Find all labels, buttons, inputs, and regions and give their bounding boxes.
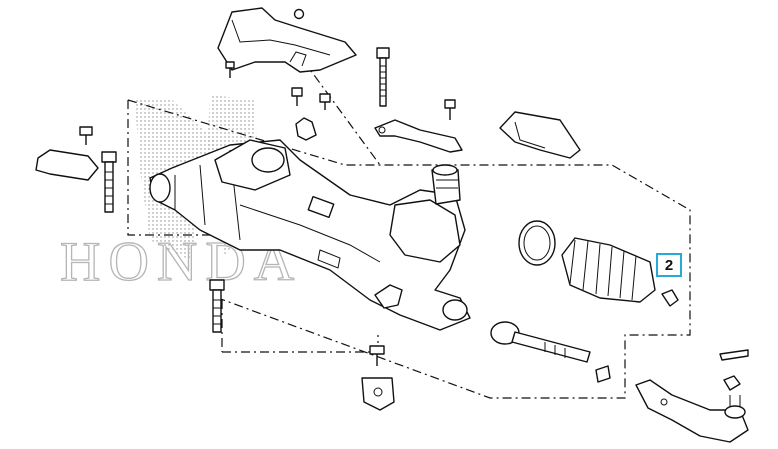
mount-cushion [499, 111, 581, 159]
boot-bellows [569, 239, 637, 301]
motor-mount-boss [251, 147, 285, 173]
bolt-head-icon [376, 47, 390, 59]
outline-left [127, 100, 220, 236]
small-bolt-icon-1 [291, 87, 303, 106]
lower-left-bolt-shank [212, 289, 222, 333]
housing-body [149, 139, 471, 331]
cover-nut-icon [293, 8, 305, 20]
tie-rod-end-stud [729, 395, 741, 407]
small-bolt-icon-2 [319, 93, 331, 110]
cover-slot [289, 51, 307, 67]
lower-left-bolt-threads [213, 299, 221, 325]
lower-boss [374, 284, 403, 309]
cover-edge [231, 19, 331, 56]
leader-cover [302, 59, 381, 166]
lower-left-bolt-head-icon [209, 279, 225, 291]
tie-rod-end-stud-top [724, 405, 746, 419]
leader-bottom-bolt [222, 335, 379, 353]
tie-rod-nut-icon [595, 365, 611, 383]
bolt-threads [380, 65, 386, 97]
bolt-shank [379, 57, 387, 107]
rack-boot [561, 237, 656, 303]
left-bolt-threads [105, 171, 113, 205]
grille-patch [317, 249, 341, 269]
cushion-edge [514, 121, 546, 149]
left-bracket [35, 149, 99, 181]
boot-clamp-inner [523, 225, 551, 261]
tie-rod-end-hole [660, 398, 668, 406]
pinion-housing [389, 199, 461, 263]
boot-clip-small [661, 289, 679, 307]
rack-right-end [442, 299, 468, 321]
bottom-bracket [361, 377, 395, 411]
bracket-hole [378, 126, 386, 134]
bottom-bolt-icon [369, 345, 385, 366]
castle-nut-icon [723, 375, 741, 391]
cover-body [217, 7, 357, 73]
cover-clip-icon [225, 61, 235, 78]
small-bolt-icon-3 [444, 99, 456, 120]
left-fasteners [35, 126, 225, 333]
tie-rod-flats [544, 342, 566, 358]
upper-fasteners [291, 47, 581, 159]
inner-tie-rod [490, 321, 611, 383]
connector-block [307, 195, 335, 219]
boot-clamp-band [518, 220, 556, 266]
boot-assembly [518, 220, 679, 307]
upper-bracket [374, 119, 463, 153]
tie-rod-end-body [635, 379, 749, 443]
pinion-shaft-splines [436, 179, 458, 189]
housing-left-end [149, 173, 171, 203]
left-bolt-shank [104, 161, 114, 213]
callout-2[interactable]: 2 [656, 253, 682, 277]
steering-gear-housing [149, 139, 471, 331]
lower-fasteners [361, 345, 395, 411]
outline-main [127, 99, 691, 399]
outer-tie-rod-end [635, 349, 749, 443]
heat-shield-cover [217, 7, 357, 78]
left-small-bolt-icon [79, 126, 93, 145]
tie-rod-shaft [511, 331, 591, 363]
bottom-bracket-hole [373, 387, 383, 397]
small-bracket [295, 117, 317, 141]
cotter-pin-icon [719, 349, 749, 361]
left-bolt-head-icon [101, 151, 117, 163]
pinion-shaft-top [432, 164, 458, 176]
housing-seam [239, 204, 381, 263]
